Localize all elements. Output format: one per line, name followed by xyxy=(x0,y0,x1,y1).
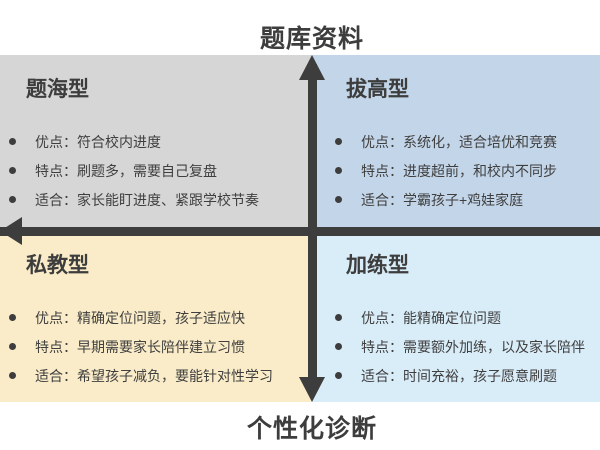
bullet-text: 优点：能精确定位问题 xyxy=(361,309,501,326)
bottom-axis-label: 个性化诊断 xyxy=(246,415,378,443)
bullet-dot-icon xyxy=(9,167,16,174)
horizontal-axis-line xyxy=(0,227,600,236)
quadrant-bottom-right: 加练型 优点：能精确定位问题 特点：需要额外加练，以及家长陪伴 适合：时间充裕，… xyxy=(312,231,600,402)
bullet-dot-icon xyxy=(335,196,342,203)
bullet-text: 优点：符合校内进度 xyxy=(35,133,161,150)
bullet-text: 特点：刷题多，需要自己复盘 xyxy=(35,162,217,179)
bullet-text: 适合：时间充裕，孩子愿意刷题 xyxy=(361,367,557,384)
bullet-item: 特点：需要额外加练，以及家长陪伴 xyxy=(335,332,600,361)
bullet-text: 优点：精确定位问题，孩子适应快 xyxy=(35,309,245,326)
bullet-dot-icon xyxy=(9,138,16,145)
bullet-text: 适合：学霸孩子+鸡娃家庭 xyxy=(361,191,524,208)
bullet-item: 特点：早期需要家长陪伴建立习惯 xyxy=(9,332,312,361)
bullet-item: 适合：家长能盯进度、紧跟学校节奏 xyxy=(9,185,312,214)
bullet-dot-icon xyxy=(335,314,342,321)
arrow-down-icon xyxy=(299,377,325,402)
bullet-item: 优点：符合校内进度 xyxy=(9,127,312,156)
bullet-text: 特点：需要额外加练，以及家长陪伴 xyxy=(361,338,585,355)
quadrant-title: 加练型 xyxy=(346,254,409,277)
bullet-item: 特点：进度超前，和校内不同步 xyxy=(335,156,600,185)
bullet-dot-icon xyxy=(335,167,342,174)
bullet-text: 适合：希望孩子减负，要能针对性学习 xyxy=(35,367,273,384)
quadrant-title: 私教型 xyxy=(26,254,89,277)
bullet-dot-icon xyxy=(9,343,16,350)
bullet-item: 优点：能精确定位问题 xyxy=(335,303,600,332)
bullet-item: 特点：刷题多，需要自己复盘 xyxy=(9,156,312,185)
quadrant-top-left: 题海型 优点：符合校内进度 特点：刷题多，需要自己复盘 适合：家长能盯进度、紧跟… xyxy=(0,55,312,231)
quadrant-title: 拔高型 xyxy=(346,78,409,101)
bullet-list: 优点：精确定位问题，孩子适应快 特点：早期需要家长陪伴建立习惯 适合：希望孩子减… xyxy=(0,303,312,390)
bullet-dot-icon xyxy=(9,314,16,321)
bullet-text: 适合：家长能盯进度、紧跟学校节奏 xyxy=(35,191,259,208)
bullet-item: 优点：精确定位问题，孩子适应快 xyxy=(9,303,312,332)
bullet-text: 特点：进度超前，和校内不同步 xyxy=(361,162,557,179)
quadrant-bottom-left: 私教型 优点：精确定位问题，孩子适应快 特点：早期需要家长陪伴建立习惯 适合：希… xyxy=(0,231,312,402)
bullet-item: 适合：希望孩子减负，要能针对性学习 xyxy=(9,361,312,390)
top-axis-label: 题库资料 xyxy=(259,25,365,53)
arrow-left-icon xyxy=(0,217,22,245)
quadrant-title: 题海型 xyxy=(26,78,89,101)
bullet-list: 优点：能精确定位问题 特点：需要额外加练，以及家长陪伴 适合：时间充裕，孩子愿意… xyxy=(312,303,600,390)
vertical-axis-line xyxy=(308,64,317,386)
bullet-dot-icon xyxy=(335,372,342,379)
bullet-item: 适合：学霸孩子+鸡娃家庭 xyxy=(335,185,600,214)
bullet-dot-icon xyxy=(335,343,342,350)
arrow-up-icon xyxy=(299,55,325,80)
bullet-text: 优点：系统化，适合培优和竞赛 xyxy=(361,133,557,150)
bullet-list: 优点：符合校内进度 特点：刷题多，需要自己复盘 适合：家长能盯进度、紧跟学校节奏 xyxy=(0,127,312,214)
quadrant-top-right: 拔高型 优点：系统化，适合培优和竞赛 特点：进度超前，和校内不同步 适合：学霸孩… xyxy=(312,55,600,231)
bullet-dot-icon xyxy=(9,196,16,203)
bullet-item: 优点：系统化，适合培优和竞赛 xyxy=(335,127,600,156)
bullet-text: 特点：早期需要家长陪伴建立习惯 xyxy=(35,338,245,355)
bullet-dot-icon xyxy=(335,138,342,145)
bullet-list: 优点：系统化，适合培优和竞赛 特点：进度超前，和校内不同步 适合：学霸孩子+鸡娃… xyxy=(312,127,600,214)
bullet-item: 适合：时间充裕，孩子愿意刷题 xyxy=(335,361,600,390)
bullet-dot-icon xyxy=(9,372,16,379)
